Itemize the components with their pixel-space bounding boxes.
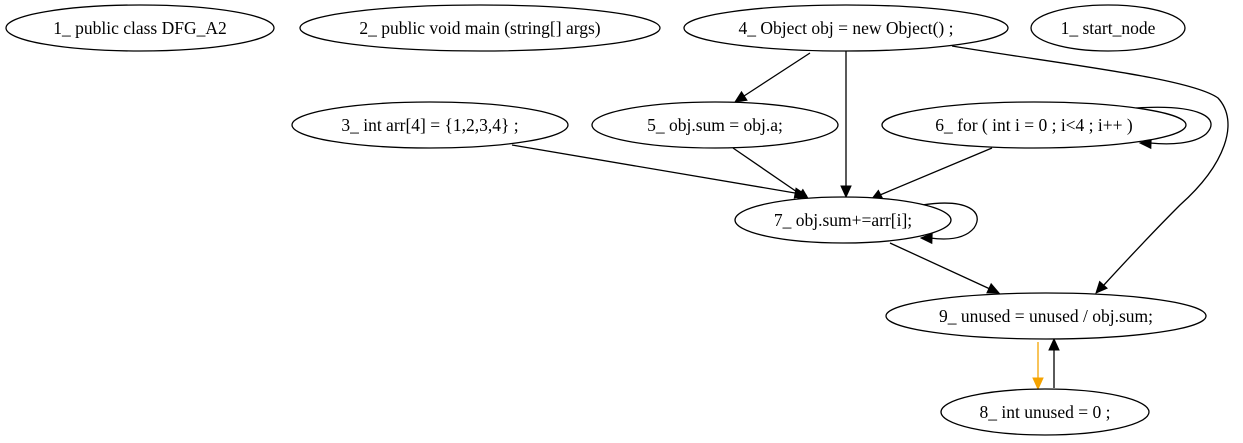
edge-n4-to-n9 <box>951 45 1229 294</box>
node-ellipse <box>734 196 952 244</box>
node-ellipse <box>885 292 1207 340</box>
graph-node-n2: 2_ public void main (string[] args) <box>299 4 661 52</box>
graph-node-n4: 4_ Object obj = new Object() ; <box>683 4 1009 52</box>
graph-node-n9: 9_ unused = unused / obj.sum; <box>885 292 1207 340</box>
edge-line <box>921 202 978 240</box>
graph-node-n6: 6_ for ( int i = 0 ; i<4 ; i++ ) <box>881 101 1187 149</box>
arrowhead <box>840 185 852 199</box>
edge-n8-to-n9 <box>1048 337 1060 388</box>
graph-node-n1a: 1_ public class DFG_A2 <box>5 4 275 52</box>
graph-node-n8: 8_ int unused = 0 ; <box>940 388 1150 436</box>
arrowhead <box>1032 377 1044 391</box>
node-label: 1_ public class DFG_A2 <box>53 18 227 38</box>
edge-n4-to-n7 <box>840 51 852 199</box>
nodes-layer: 1_ public class DFG_A2 2_ public void mai… <box>5 4 1207 436</box>
edge-line <box>889 242 991 290</box>
edge-n9-to-n8 <box>1032 342 1044 391</box>
graph-node-n5: 5_ obj.sum = obj.a; <box>591 101 839 149</box>
node-ellipse <box>5 4 275 52</box>
node-ellipse <box>299 4 661 52</box>
node-ellipse <box>683 4 1009 52</box>
arrowhead <box>986 282 1001 294</box>
edge-n6-to-n7 <box>869 147 993 201</box>
node-ellipse <box>591 101 839 149</box>
edge-n4-to-n5 <box>733 52 811 103</box>
edge-n3-to-n7 <box>511 144 808 199</box>
edge-line <box>511 144 796 194</box>
node-ellipse <box>1030 4 1186 52</box>
graph-node-n1b: 1_ start_node <box>1030 4 1186 52</box>
edge-n7-to-n9 <box>889 242 1001 294</box>
edge-n7-to-n7 <box>919 202 978 245</box>
graph-node-n3: 3_ int arr[4] = {1,2,3,4} ; <box>291 101 569 149</box>
node-label: 5_ obj.sum = obj.a; <box>647 115 783 135</box>
edge-line <box>951 45 1229 287</box>
node-label: 1_ start_node <box>1061 18 1156 38</box>
graph-node-n7: 7_ obj.sum+=arr[i]; <box>734 196 952 244</box>
arrowhead <box>1095 280 1108 294</box>
node-label: 2_ public void main (string[] args) <box>359 18 600 38</box>
node-ellipse <box>291 101 569 149</box>
node-label: 8_ int unused = 0 ; <box>980 402 1111 422</box>
node-label: 6_ for ( int i = 0 ; i<4 ; i++ ) <box>935 115 1133 135</box>
node-ellipse <box>940 388 1150 436</box>
node-label: 4_ Object obj = new Object() ; <box>739 18 954 38</box>
edge-line <box>1135 106 1212 145</box>
node-label: 9_ unused = unused / obj.sum; <box>939 306 1153 326</box>
edge-line <box>743 52 811 97</box>
arrowhead <box>1048 337 1060 351</box>
edges-layer <box>511 45 1229 391</box>
node-ellipse <box>881 101 1187 149</box>
arrowhead <box>919 232 933 245</box>
arrowhead <box>733 90 748 103</box>
edge-line <box>879 147 993 196</box>
node-label: 7_ obj.sum+=arr[i]; <box>774 210 912 230</box>
edge-n5-to-n7 <box>732 147 810 201</box>
node-label: 3_ int arr[4] = {1,2,3,4} ; <box>341 115 518 135</box>
edge-line <box>732 147 801 195</box>
